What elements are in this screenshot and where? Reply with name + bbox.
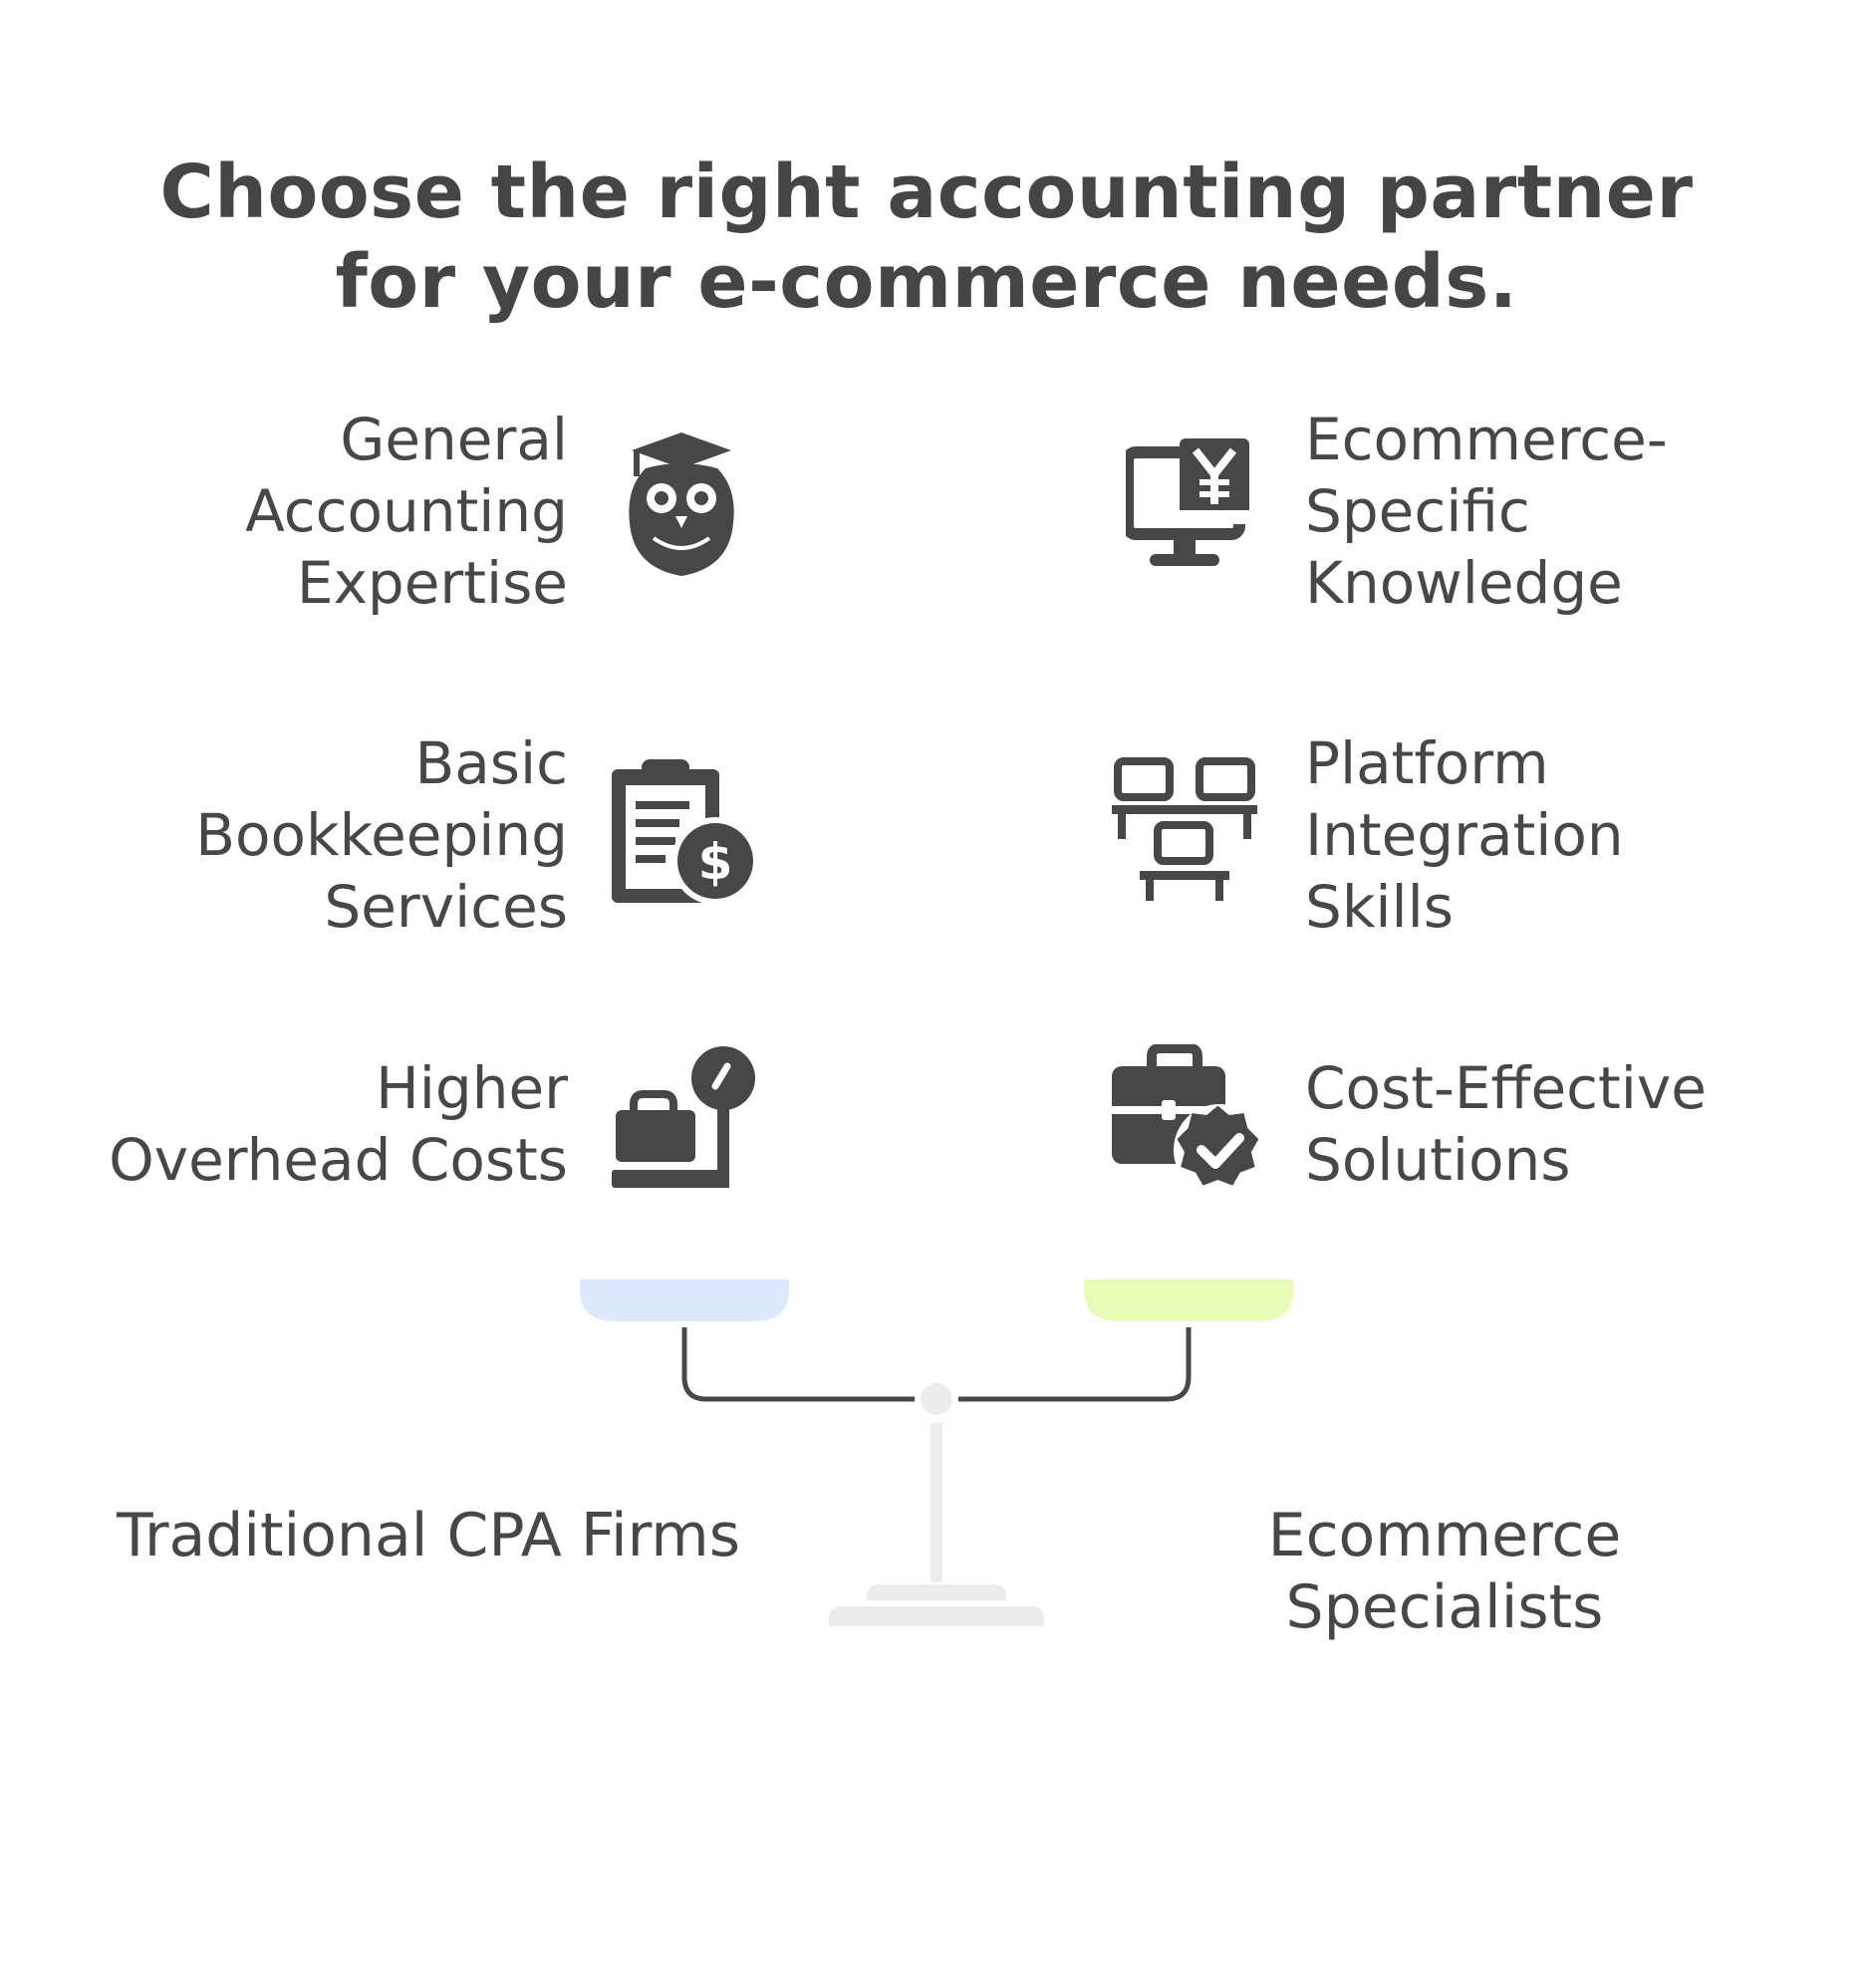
left-item-1-label: General Accounting Expertise [245,406,568,617]
left-side-label: Traditional CPA Firms [117,1501,740,1570]
right-item-3-label: Cost-Effective Solutions [1305,1054,1707,1194]
balance-scale [568,1276,1305,1644]
scale-beam [681,1327,1192,1402]
scale-base [829,1606,1044,1626]
clipboard-dollar-icon: $ [612,757,761,907]
scale-pole [931,1423,942,1582]
left-item-3-label: Higher Overhead Costs [109,1054,568,1194]
left-pan [580,1279,789,1321]
scale-base-top [867,1584,1006,1600]
right-side-label: Ecommerce Specialists [1267,1501,1622,1642]
page-title: Choose the right accounting partner for … [159,149,1694,325]
right-item-2-label: Platform Integration Skills [1305,729,1624,941]
svg-text:$: $ [698,833,733,891]
scale-pivot [921,1383,952,1415]
briefcase-check-icon [1112,1044,1261,1194]
network-computers-icon [1112,757,1261,907]
monitor-yen-icon [1126,438,1249,570]
right-item-1-label: Ecommerce- Specific Knowledge [1305,406,1668,617]
right-pan [1084,1279,1293,1321]
left-item-2-label: Basic Bookkeeping Services [195,729,568,941]
briefcase-scale-icon [612,1044,761,1194]
owl-graduate-icon [624,428,739,578]
